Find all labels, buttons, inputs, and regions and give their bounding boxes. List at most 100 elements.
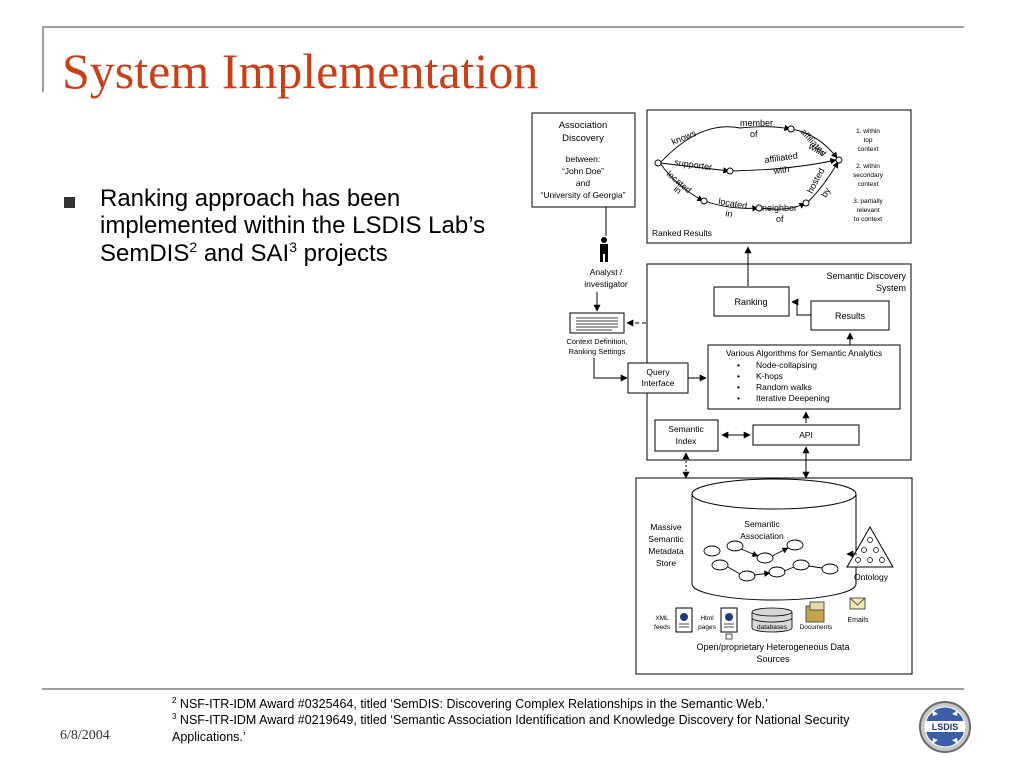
email-envelope-icon bbox=[849, 597, 866, 610]
frame-left-rule bbox=[42, 26, 44, 92]
ranked-results-label: Ranked Results bbox=[652, 228, 712, 238]
frame-top-rule bbox=[42, 26, 964, 28]
sds-title2: System bbox=[876, 283, 906, 293]
documents-label: Documents bbox=[800, 624, 834, 631]
html-line2: pages bbox=[698, 624, 716, 631]
ontology-triangle-icon bbox=[846, 525, 894, 568]
massive-line4: Store bbox=[656, 558, 677, 568]
sds-title1: Semantic Discovery bbox=[826, 271, 906, 281]
bullet-sup2: 3 bbox=[289, 238, 298, 255]
note-3b: relevant bbox=[856, 207, 879, 214]
edge-with2: with bbox=[772, 164, 790, 176]
footnote-2: 2 NSF-ITR-IDM Award #0325464, titled ‘Se… bbox=[172, 696, 902, 712]
footer-rule bbox=[42, 688, 964, 690]
context-line1: Context Definition, bbox=[566, 337, 627, 346]
massive-line3: Metadata bbox=[648, 546, 684, 556]
sources-line1: Open/proprietary Heterogeneous Data bbox=[696, 642, 849, 652]
api-box bbox=[752, 424, 860, 446]
algo-bullet-2: • bbox=[737, 371, 740, 381]
api-label: API bbox=[799, 430, 813, 440]
bullet-part2: and SAI bbox=[197, 239, 290, 267]
context-line2: Ranking Settings bbox=[569, 347, 626, 356]
algorithms-title: Various Algorithms for Semantic Analytic… bbox=[726, 348, 882, 358]
note-1b: top bbox=[863, 137, 872, 144]
algorithms-box bbox=[707, 344, 901, 410]
context-document-icon bbox=[569, 312, 625, 334]
ranking-label: Ranking bbox=[734, 297, 767, 307]
edge-of2: of bbox=[776, 214, 784, 224]
footnote-2-text: NSF-ITR-IDM Award #0325464, titled ‘SemD… bbox=[176, 697, 768, 712]
logo-text: LSDIS bbox=[932, 722, 959, 732]
assoc-line4: “John Doe” bbox=[562, 166, 604, 176]
edge-neighbor: neighbor bbox=[762, 203, 797, 213]
assoc-store-line1: Semantic bbox=[744, 519, 780, 529]
assoc-store-line2: Association bbox=[740, 531, 784, 541]
xml-line2: feeds bbox=[654, 624, 671, 631]
footnote-2-num: 2 bbox=[172, 696, 177, 705]
databases-label: databases bbox=[757, 624, 788, 631]
results-to-ranking-arrow bbox=[791, 298, 811, 316]
edge-located2: located bbox=[718, 196, 748, 211]
massive-line2: Semantic bbox=[648, 534, 684, 544]
xml-line1: XML bbox=[655, 615, 669, 622]
note-2c: context bbox=[858, 181, 879, 188]
store-graph bbox=[703, 539, 839, 582]
analyst-line2: investigator bbox=[584, 279, 628, 289]
edge-member: member bbox=[740, 118, 773, 128]
algo-item-3: Random walks bbox=[756, 382, 812, 392]
algo-bullet-4: • bbox=[737, 393, 740, 403]
index-line1: Semantic bbox=[668, 424, 704, 434]
analyst-person-icon bbox=[600, 237, 608, 262]
edge-in2: in bbox=[725, 208, 734, 219]
ranked-results-graph bbox=[659, 124, 839, 212]
algo-item-1: Node-collapsing bbox=[756, 360, 817, 370]
query-line2: Interface bbox=[641, 378, 674, 388]
bullet-part1: Ranking approach has been implemented wi… bbox=[100, 185, 486, 267]
edge-in1: in bbox=[672, 184, 684, 196]
semantic-index-box bbox=[654, 419, 719, 452]
assoc-line1: Association bbox=[559, 120, 608, 131]
ranked-results-nodes bbox=[654, 125, 843, 212]
edge-affiliated2: affiliated bbox=[764, 150, 798, 165]
bullet-part3: projects bbox=[297, 239, 388, 267]
bullet-sup1: 2 bbox=[189, 238, 198, 255]
bullet-square-icon bbox=[64, 197, 75, 208]
assoc-line2: Discovery bbox=[562, 133, 604, 144]
architecture-diagram: Association Discovery between: “John Doe… bbox=[531, 109, 913, 675]
assoc-line5: and bbox=[576, 178, 590, 188]
query-interface-box bbox=[627, 362, 689, 394]
databases-cylinder-icon bbox=[751, 607, 793, 633]
documents-folder-icon bbox=[805, 601, 825, 623]
lsdis-logo-icon: LSDIS bbox=[919, 701, 971, 753]
note-3a: 3. partially bbox=[853, 198, 883, 205]
slide-title: System Implementation bbox=[62, 43, 539, 99]
association-discovery-box bbox=[531, 112, 636, 208]
results-label: Results bbox=[835, 311, 866, 321]
algo-bullet-1: • bbox=[737, 360, 740, 370]
footnotes: 2 NSF-ITR-IDM Award #0325464, titled ‘Se… bbox=[172, 696, 902, 745]
html-document-icon bbox=[720, 607, 738, 640]
context-to-query-arrow bbox=[593, 358, 628, 382]
note-3c: to context bbox=[854, 216, 882, 223]
bullet-text: Ranking approach has been implemented wi… bbox=[100, 185, 500, 268]
algo-bullet-3: • bbox=[737, 382, 740, 392]
assoc-line6: “University of Georgia” bbox=[540, 190, 625, 200]
index-line2: Index bbox=[676, 436, 698, 446]
massive-line1: Massive bbox=[650, 522, 681, 532]
footnote-3-num: 3 bbox=[172, 712, 177, 722]
results-box bbox=[810, 300, 890, 331]
edge-of1: of bbox=[750, 129, 758, 139]
sources-line2: Sources bbox=[756, 654, 790, 664]
note-2a: 2. within bbox=[856, 163, 880, 170]
footnote-3: 3 NSF-ITR-IDM Award #0219649, titled ‘Se… bbox=[172, 712, 902, 745]
ranking-box bbox=[713, 286, 790, 317]
algo-item-2: K-hops bbox=[756, 371, 783, 381]
note-2b: secondary bbox=[853, 172, 884, 179]
query-line1: Query bbox=[646, 367, 670, 377]
footer-date: 6/8/2004 bbox=[60, 728, 110, 743]
xml-document-icon bbox=[675, 607, 693, 633]
database-cylinder bbox=[691, 478, 857, 601]
ranked-results-box bbox=[646, 109, 912, 244]
assoc-line3: between: bbox=[566, 154, 601, 164]
html-line1: Html bbox=[700, 615, 714, 622]
